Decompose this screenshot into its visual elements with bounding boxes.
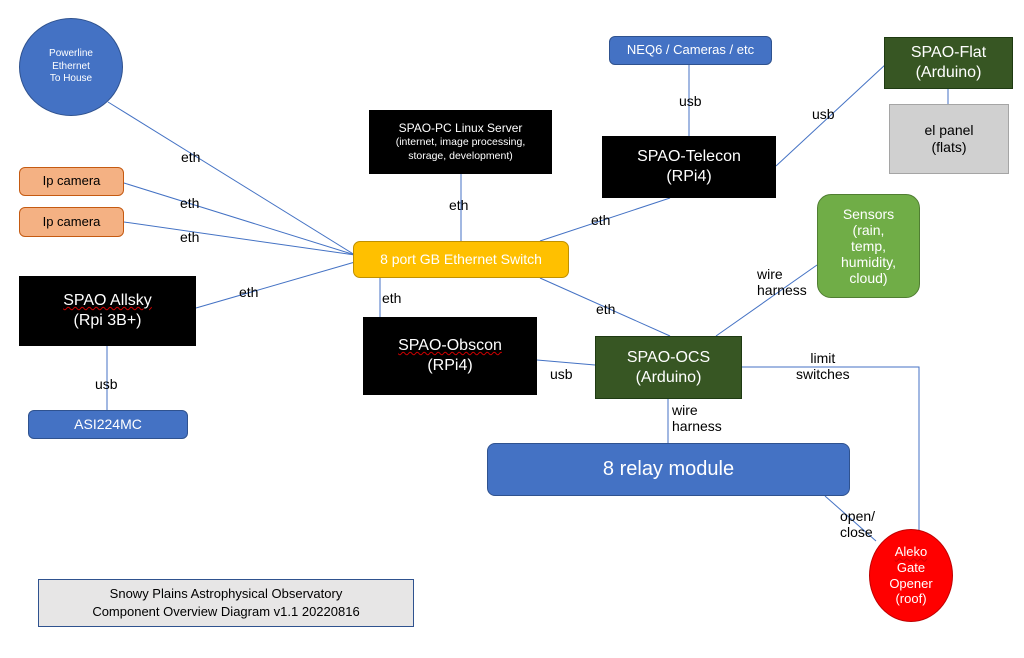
sensors-line4: cloud) [849,270,888,287]
sensors-line3: humidity, [841,254,896,271]
neq6-label: NEQ6 / Cameras / etc [626,42,755,58]
ip-camera-2-node: Ip camera [19,207,124,237]
obscon-title: SPAO-Obscon [398,337,502,354]
caption-line1: Snowy Plains Astrophysical Observatory [109,585,343,601]
link-relay-gate [824,495,877,542]
server-desc-1: (internet, image processing, [395,136,526,149]
sensors-line2: temp, [850,237,886,254]
ocs-subtitle: (Arduino) [635,368,702,386]
label-relay-wire-harness: wire harness [672,402,722,434]
caption-line2: Component Overview Diagram v1.1 20220816 [92,604,360,619]
label-obscon-eth: eth [382,290,402,306]
label-server-eth: eth [449,197,469,213]
spao-pc-linux-server-node: SPAO-PC Linux Server (internet, image pr… [369,110,552,174]
open-close-line1: open/ [840,508,876,524]
label-obscon-ocs-usb: usb [550,366,573,382]
neq6-cameras-node: NEQ6 / Cameras / etc [609,36,772,65]
allsky-subtitle: (Rpi 3B+) [73,312,142,329]
flat-title: SPAO-Flat [910,44,987,61]
label-limit-switches: limit switches [796,350,850,382]
server-title: SPAO-PC Linux Server [398,120,523,135]
gate-line1: Aleko [894,544,928,560]
ip-camera-2-label: Ip camera [42,213,101,229]
asi224mc-node: ASI224MC [28,410,188,439]
relay-wire-line2: harness [672,418,722,435]
link-allsky-switch [195,261,356,309]
powerline-line1: Powerline [49,48,93,60]
link-ocs-limit-switches [742,366,920,532]
telecon-title: SPAO-Telecon [637,148,741,165]
link-ipcam2-switch [123,221,356,256]
el-panel-subtitle: (flats) [931,139,967,155]
ip-camera-1-node: Ip camera [19,167,124,196]
sensors-node: Sensors (rain, temp, humidity, cloud) [817,194,920,298]
limit-line2: switches [796,366,850,383]
sensors-title: Sensors [842,205,895,222]
ethernet-switch-node: 8 port GB Ethernet Switch [353,241,569,278]
label-telecon-eth: eth [591,212,611,228]
ocs-title: SPAO-OCS [626,348,711,366]
link-switch-ocs [539,277,671,337]
switch-label: 8 port GB Ethernet Switch [380,250,542,267]
link-ipcam1-switch [123,182,356,256]
relay-wire-line1: wire [672,402,698,418]
relay-module-node: 8 relay module [487,443,850,496]
label-allsky-eth: eth [239,284,259,300]
el-panel-node: el panel (flats) [889,104,1009,174]
link-switch-telecon [539,197,671,242]
label-sensors-wire-harness: wire harness [757,266,807,298]
obscon-subtitle: (RPi4) [427,357,473,374]
label-ipcam2-eth: eth [180,229,200,245]
spao-allsky-node: SPAO Allsky (Rpi 3B+) [19,276,196,346]
ip-camera-1-label: Ip camera [42,173,101,189]
gate-line4: (roof) [895,591,927,607]
label-powerline-eth: eth [181,149,201,165]
spao-ocs-node: SPAO-OCS (Arduino) [595,336,742,399]
relay-label: 8 relay module [602,458,735,480]
gate-line2: Gate [896,559,926,575]
gate-line3: Opener [889,575,933,591]
sensors-wire-line2: harness [757,282,807,299]
sensors-wire-line1: wire [757,266,783,282]
telecon-subtitle: (RPi4) [666,168,712,185]
label-flat-usb: usb [812,106,835,122]
powerline-ethernet-node: Powerline Ethernet To House [19,18,123,116]
link-telecon-flat [775,63,887,167]
label-ipcam1-eth: eth [180,195,200,211]
asi224mc-label: ASI224MC [74,415,142,432]
label-ocs-eth: eth [596,301,616,317]
flat-subtitle: (Arduino) [915,64,982,81]
diagram-caption: Snowy Plains Astrophysical Observatory C… [38,579,414,627]
spao-telecon-node: SPAO-Telecon (RPi4) [602,136,776,198]
spao-obscon-node: SPAO-Obscon (RPi4) [363,317,537,395]
limit-line1: limit [810,350,836,366]
link-sensors-ocs [715,264,818,337]
allsky-title: SPAO Allsky [63,292,152,309]
spao-flat-node: SPAO-Flat (Arduino) [884,37,1013,89]
link-powerline-switch [107,101,356,256]
label-allsky-usb: usb [95,376,118,392]
label-neq6-usb: usb [679,93,702,109]
link-obscon-ocs [536,359,596,366]
server-desc-2: storage, development) [408,149,513,162]
powerline-line3: To House [49,73,93,85]
sensors-line1: (rain, [852,221,885,238]
gate-opener-node: Aleko Gate Opener (roof) [869,529,953,622]
el-panel-title: el panel [924,121,974,138]
label-open-close: open/ close [840,508,875,540]
powerline-line2: Ethernet [52,60,90,72]
open-close-line2: close [840,524,873,541]
